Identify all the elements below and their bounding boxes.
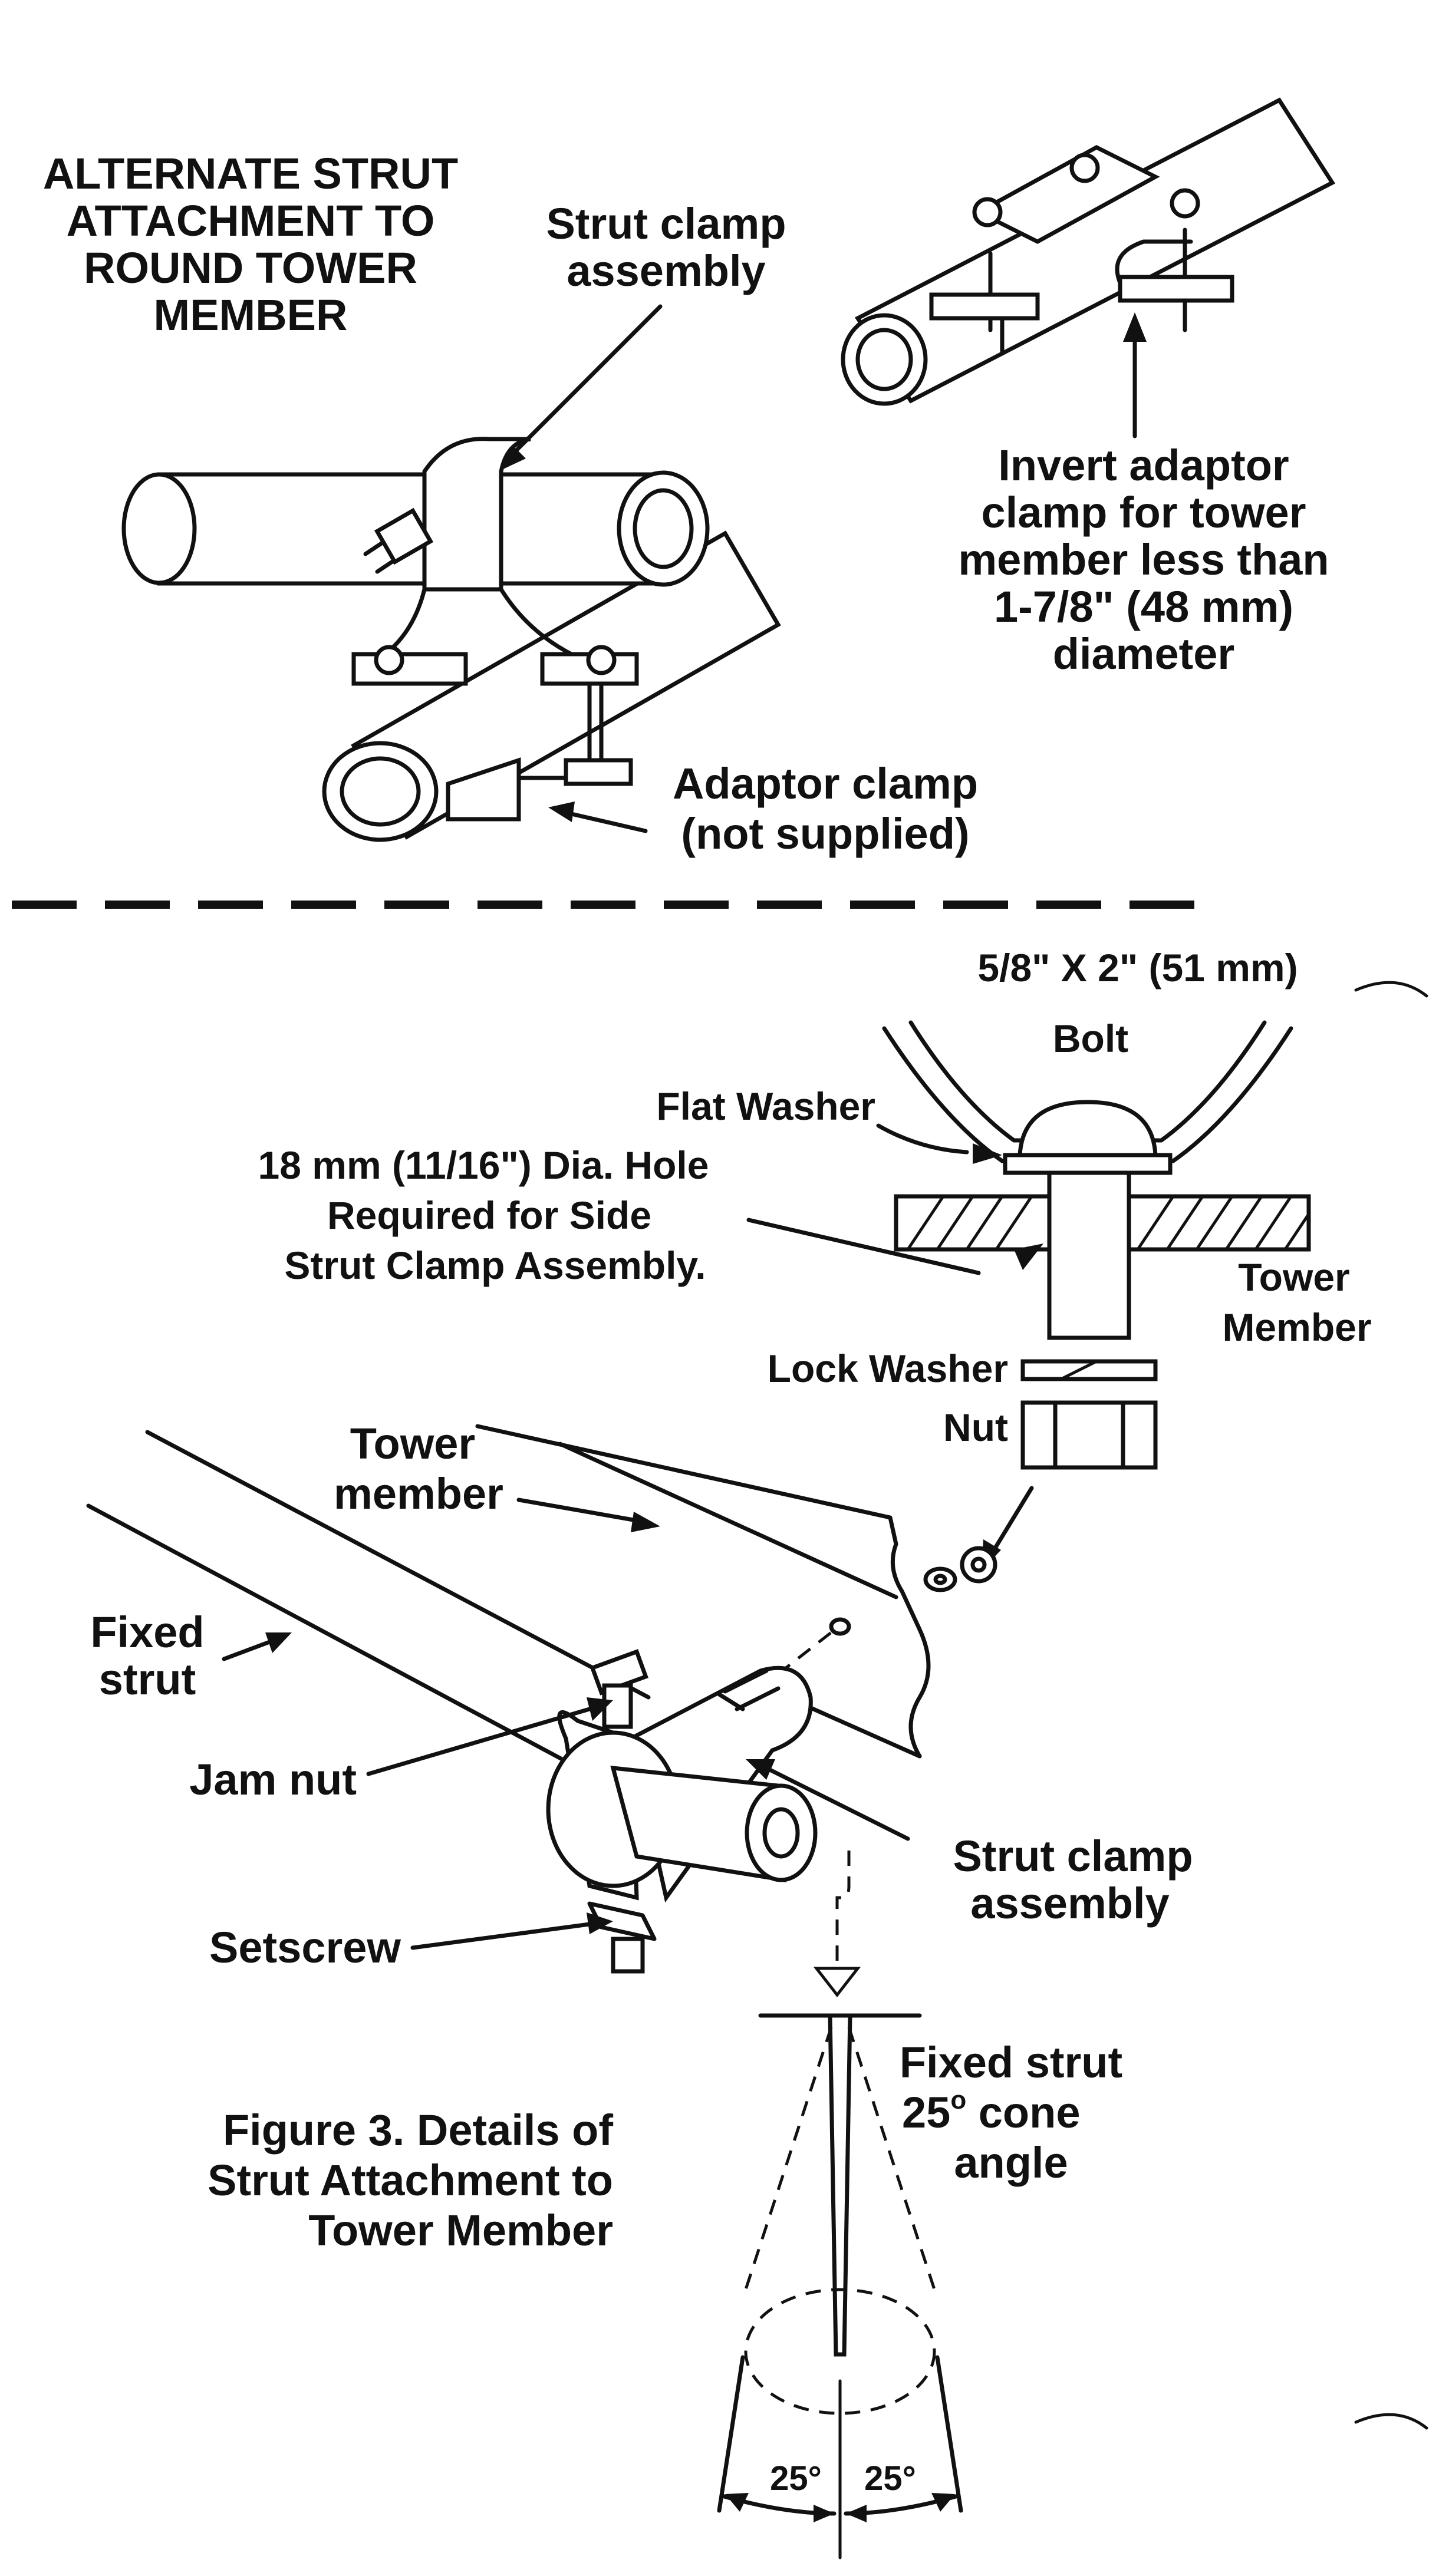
left-angle-label: 25° — [770, 2459, 822, 2498]
adaptor-clamp-drawing — [446, 757, 568, 822]
flat-washer-arrowhead — [973, 1143, 1002, 1164]
svg-text:5/8" X 2" (51 mm): 5/8" X 2" (51 mm) — [977, 946, 1298, 989]
strut-clamp-assembly-drawing — [351, 437, 639, 786]
strut-pipe-drawing — [121, 470, 710, 587]
corner-mark-bottom — [1354, 2413, 1428, 2430]
svg-text:member less than: member less than — [958, 535, 1329, 584]
cone-degree-symbol: o — [950, 2086, 966, 2115]
svg-text:angle: angle — [954, 2138, 1068, 2187]
strut-clamp-label-top: Strut clamp assembly — [546, 199, 786, 295]
fixed-strut-arrowhead — [265, 1632, 292, 1653]
setscrew-leader — [410, 1922, 592, 1950]
svg-text:Figure 3. Details of: Figure 3. Details of — [223, 2106, 613, 2155]
svg-text:member: member — [334, 1469, 503, 1518]
cone-angle-label: Fixed strut 25o cone angle — [900, 2038, 1122, 2187]
svg-text:Strut clamp: Strut clamp — [546, 199, 786, 248]
lower-tower-member-label: Tower member — [334, 1419, 503, 1518]
svg-text:ATTACHMENT TO: ATTACHMENT TO — [67, 196, 435, 245]
svg-text:Member: Member — [1222, 1305, 1371, 1349]
cone-angle-drawing — [717, 2013, 963, 2559]
lower-strut-clamp-drawing — [546, 1649, 818, 1974]
svg-text:strut: strut — [99, 1655, 196, 1704]
flat-washer-leader — [876, 1123, 969, 1155]
invert-adaptor-arrowhead — [1123, 312, 1147, 342]
svg-text:Tower Member: Tower Member — [308, 2206, 613, 2255]
strut-clamp-leader-top — [511, 304, 663, 456]
inverted-adaptor-drawing — [841, 97, 1336, 406]
svg-text:Fixed strut: Fixed strut — [900, 2038, 1122, 2087]
lower-strut-clamp-label: Strut clamp assembly — [953, 1832, 1193, 1928]
svg-text:Adaptor clamp: Adaptor clamp — [673, 759, 978, 808]
svg-text:25o cone: 25o cone — [902, 2086, 1080, 2137]
svg-text:Strut Clamp Assembly.: Strut Clamp Assembly. — [284, 1244, 706, 1287]
strut-projection-dashed-line — [835, 1851, 851, 1962]
svg-text:diameter: diameter — [1053, 629, 1234, 678]
svg-text:clamp for tower: clamp for tower — [982, 488, 1306, 537]
svg-text:1-7/8" (48 mm): 1-7/8" (48 mm) — [994, 582, 1293, 631]
right-angle-label: 25° — [864, 2459, 916, 2498]
jam-nut-leader — [366, 1707, 592, 1776]
adaptor-clamp-arrowhead — [548, 802, 575, 822]
cone-word: cone — [966, 2088, 1080, 2137]
svg-text:Fixed: Fixed — [90, 1608, 204, 1657]
nut-label: Nut — [943, 1406, 1008, 1449]
adaptor-clamp-label: Adaptor clamp (not supplied) — [673, 759, 978, 858]
fixed-strut-leader — [222, 1639, 274, 1661]
setscrew-label: Setscrew — [209, 1923, 401, 1972]
figure-caption: Figure 3. Details of Strut Attachment to… — [208, 2106, 613, 2255]
svg-text:Strut clamp: Strut clamp — [953, 1832, 1193, 1881]
fixed-strut-label: Fixed strut — [90, 1608, 204, 1704]
svg-text:(not supplied): (not supplied) — [681, 809, 969, 858]
hole-leader — [746, 1218, 981, 1275]
nut-leader — [988, 1486, 1034, 1558]
bolt-cross-section-drawing — [882, 1020, 1311, 1470]
tower-member-label-bolt: Tower Member — [1222, 1255, 1371, 1349]
lock-washer-label: Lock Washer — [768, 1347, 1008, 1390]
flat-washer-label: Flat Washer — [656, 1084, 875, 1128]
svg-text:Strut Attachment to: Strut Attachment to — [208, 2156, 613, 2205]
svg-text:assembly: assembly — [970, 1879, 1169, 1928]
svg-text:ROUND TOWER: ROUND TOWER — [84, 243, 417, 292]
lower-tower-member-arrowhead — [631, 1512, 660, 1532]
adaptor-clamp-leader — [567, 811, 648, 833]
hole-arrowhead — [1014, 1244, 1043, 1270]
svg-text:Required for Side: Required for Side — [327, 1193, 651, 1237]
svg-text:ALTERNATE STRUT: ALTERNATE STRUT — [43, 149, 458, 198]
bolt-label: 5/8" X 2" (51 mm) Bolt — [977, 946, 1298, 1060]
setscrew-arrowhead — [587, 1912, 613, 1934]
invert-adaptor-label: Invert adaptor clamp for tower member le… — [958, 441, 1329, 678]
alternate-attachment-title: ALTERNATE STRUT ATTACHMENT TO ROUND TOWE… — [43, 149, 458, 339]
jam-nut-label: Jam nut — [189, 1755, 357, 1804]
jam-nut-arrowhead — [587, 1697, 613, 1721]
lower-strut-clamp-arrowhead — [746, 1759, 775, 1780]
lower-strut-clamp-leader — [764, 1766, 910, 1841]
svg-text:Tower: Tower — [1238, 1255, 1349, 1299]
svg-text:18 mm (11/16") Dia. Hole: 18 mm (11/16") Dia. Hole — [258, 1143, 709, 1187]
corner-mark-top — [1354, 981, 1428, 998]
hole-label: 18 mm (11/16") Dia. Hole Required for Si… — [258, 1143, 709, 1287]
svg-text:Tower: Tower — [350, 1419, 475, 1468]
projection-arrowhead — [813, 1967, 861, 1998]
svg-text:assembly: assembly — [567, 246, 765, 295]
svg-text:Invert adaptor: Invert adaptor — [998, 441, 1289, 490]
cone-angle-value: 25 — [902, 2088, 950, 2137]
svg-text:MEMBER: MEMBER — [154, 291, 348, 339]
lower-tower-member-leader — [516, 1498, 639, 1523]
svg-text:Bolt: Bolt — [1053, 1017, 1128, 1060]
